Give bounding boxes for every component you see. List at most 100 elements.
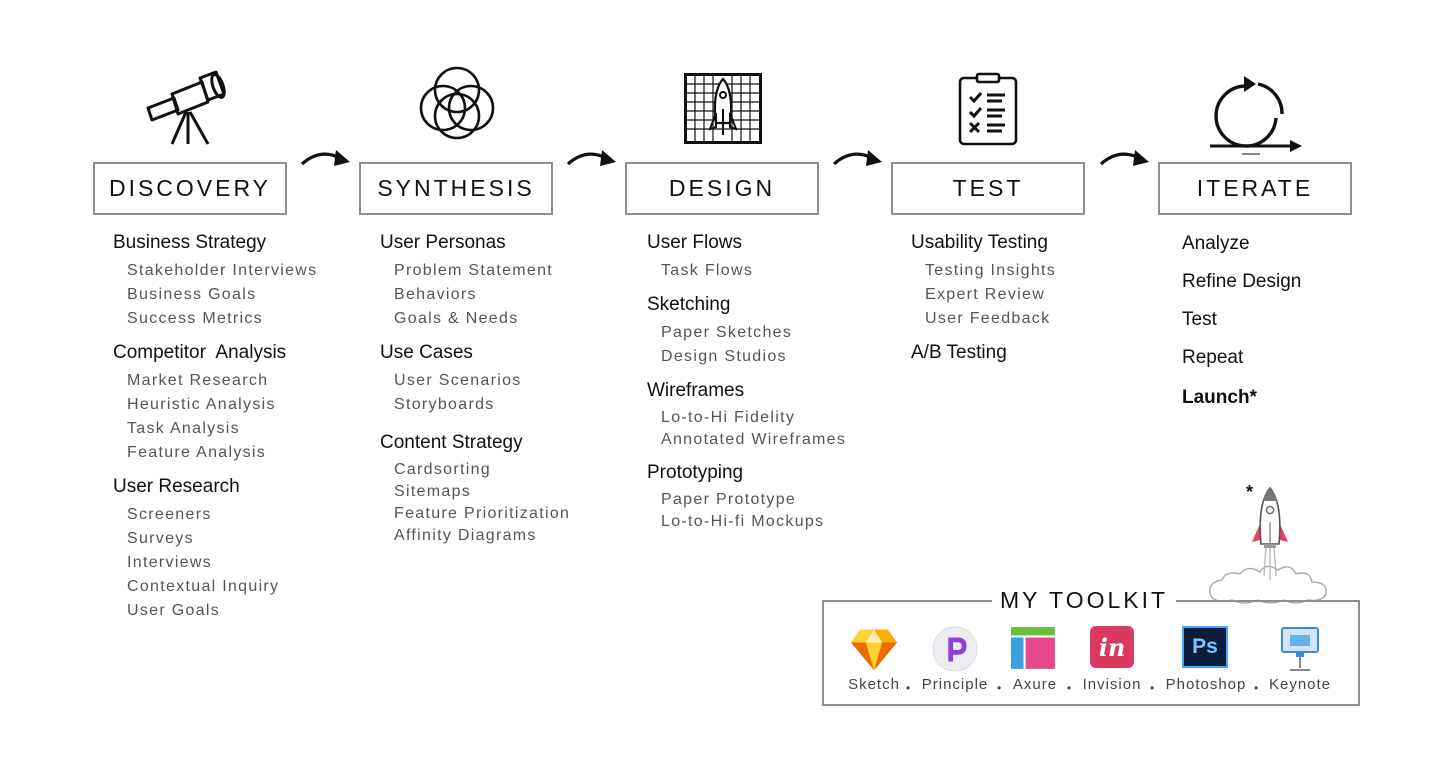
stage-design-box: DESIGN [625, 162, 819, 215]
venn-circles-icon [419, 66, 495, 140]
activity-group: A/B Testing [911, 341, 1056, 365]
activity-item: Goals & Needs [394, 310, 519, 327]
photoshop-icon: Ps [1182, 626, 1228, 668]
stage-iterate-box: ITERATE [1158, 162, 1352, 215]
keynote-icon [1281, 627, 1319, 671]
stage-title: ITERATE [1196, 175, 1314, 201]
activity-item: User Scenarios [394, 372, 522, 389]
axure-tool [989, 626, 1079, 677]
activity-title: User Research [113, 476, 240, 497]
activity-group: Usability Testing Testing Insights Exper… [911, 231, 1056, 331]
activity-item: Lo-to-Hi Fidelity [661, 409, 796, 426]
arrow-icon [566, 150, 616, 166]
invision-icon: in [1090, 626, 1134, 668]
activity-item: Affinity Diagrams [394, 527, 537, 544]
arrow-icon [832, 150, 882, 166]
activity-group: Wireframes Lo-to-Hi Fidelity Annotated W… [647, 379, 846, 451]
activity-item: Paper Prototype [661, 491, 797, 508]
launch-asterisk: * [1246, 482, 1254, 502]
tool-label: Sketch [848, 676, 900, 693]
activity-group: Sketching Paper Sketches Design Studios [647, 293, 846, 369]
activity-item: Feature Analysis [127, 444, 267, 461]
activity-group: Business Strategy Stakeholder Interviews… [113, 231, 317, 331]
activity-item: Heuristic Analysis [127, 396, 276, 413]
activity-title: Use Cases [380, 342, 473, 363]
activity-group: Competitor Analysis Market Research Heur… [113, 341, 317, 465]
stage-title: TEST [952, 175, 1024, 201]
activity-title: User Personas [380, 232, 506, 253]
activity-item: Task Analysis [127, 420, 240, 437]
activity-title: Business Strategy [113, 232, 267, 253]
activity-title: Sketching [647, 294, 731, 315]
separator-dot: • [997, 681, 1002, 695]
rocket-blueprint-icon [684, 73, 762, 144]
activity-title: Prototyping [647, 462, 744, 483]
tool-label: Keynote [1268, 676, 1332, 693]
activity-item: Success Metrics [127, 310, 263, 327]
activity-item: User Feedback [925, 310, 1051, 327]
axure-icon [1011, 627, 1055, 669]
launching-rocket-icon [1209, 486, 1327, 604]
separator-dot: • [1254, 681, 1259, 695]
activity-item: Surveys [127, 530, 194, 547]
iterate-step: Refine Design [1182, 271, 1302, 292]
activity-item: Task Flows [661, 262, 754, 279]
tool-label: Axure [1012, 676, 1058, 693]
stage-title: DISCOVERY [108, 175, 272, 201]
activity-item: Annotated Wireframes [661, 431, 847, 448]
activity-item: Stakeholder Interviews [127, 262, 318, 279]
stage-title: DESIGN [668, 175, 776, 201]
activity-item: Contextual Inquiry [127, 578, 280, 595]
activity-item: Problem Statement [394, 262, 554, 279]
activity-item: Expert Review [925, 286, 1046, 303]
iterate-cycle-icon [1210, 76, 1302, 155]
activity-item: Design Studios [661, 348, 787, 365]
test-column: Usability Testing Testing Insights Exper… [911, 231, 1056, 375]
tool-label: Principle [921, 676, 989, 693]
tool-label: Photoshop [1165, 676, 1247, 693]
sketch-tool [829, 626, 919, 677]
activity-title: A/B Testing [911, 342, 1007, 363]
activity-item: Interviews [127, 554, 213, 571]
activity-group: User Personas Problem Statement Behavior… [380, 231, 570, 331]
activity-title: Usability Testing [911, 232, 1048, 253]
discovery-column: Business Strategy Stakeholder Interviews… [113, 231, 317, 633]
separator-dot: • [906, 681, 911, 695]
activity-item: Feature Prioritization [394, 505, 571, 522]
invision-tool: in [1067, 626, 1157, 668]
sketch-diamond-icon [851, 629, 897, 671]
stage-test-box: TEST [891, 162, 1085, 215]
activity-group: User Research Screeners Surveys Intervie… [113, 475, 317, 623]
iterate-column: Analyze Refine Design Test Repeat Launch… [1182, 225, 1301, 417]
activity-title: Competitor Analysis [113, 342, 287, 363]
keynote-tool [1255, 626, 1345, 677]
photoshop-glyph: Ps [1192, 635, 1218, 658]
stage-discovery-box: DISCOVERY [93, 162, 287, 215]
activity-title: Wireframes [647, 380, 745, 401]
activity-group: Content Strategy Cardsorting Sitemaps Fe… [380, 431, 570, 547]
iterate-step: Analyze [1182, 233, 1250, 254]
iterate-step: Test [1182, 309, 1217, 330]
iterate-step: Repeat [1182, 347, 1244, 368]
synthesis-column: User Personas Problem Statement Behavior… [380, 231, 570, 557]
activity-item: Storyboards [394, 396, 495, 413]
activity-item: Screeners [127, 506, 212, 523]
activity-item: Sitemaps [394, 483, 472, 500]
principle-tool [910, 626, 1000, 677]
iterate-step-launch: Launch* [1182, 387, 1257, 408]
activity-item: Market Research [127, 372, 269, 389]
principle-icon [932, 626, 978, 672]
activity-group: Use Cases User Scenarios Storyboards [380, 341, 570, 417]
activity-item: Cardsorting [394, 461, 492, 478]
activity-item: Behaviors [394, 286, 477, 303]
activity-group: Prototyping Paper Prototype Lo-to-Hi-fi … [647, 461, 846, 533]
invision-glyph: in [1098, 632, 1126, 662]
checklist-clipboard-icon [958, 72, 1018, 146]
separator-dot: • [1067, 681, 1072, 695]
telescope-icon [146, 70, 226, 145]
activity-group: User Flows Task Flows [647, 231, 846, 283]
photoshop-tool: Ps [1160, 626, 1250, 668]
activity-title: Content Strategy [380, 432, 523, 453]
separator-dot: • [1150, 681, 1155, 695]
activity-item: User Goals [127, 602, 221, 619]
